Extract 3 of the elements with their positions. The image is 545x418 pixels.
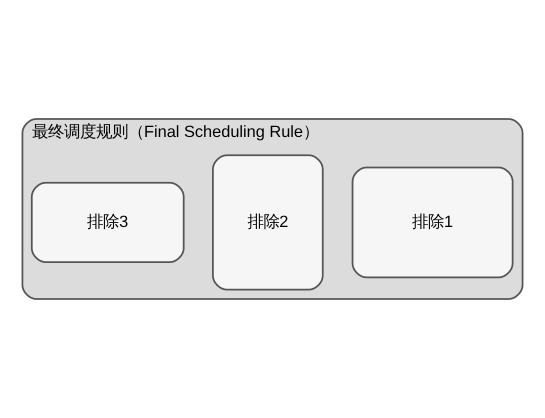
node-box: 排除1 <box>352 166 514 278</box>
node-box: 排除2 <box>212 154 324 290</box>
node-box: 排除3 <box>30 182 185 264</box>
